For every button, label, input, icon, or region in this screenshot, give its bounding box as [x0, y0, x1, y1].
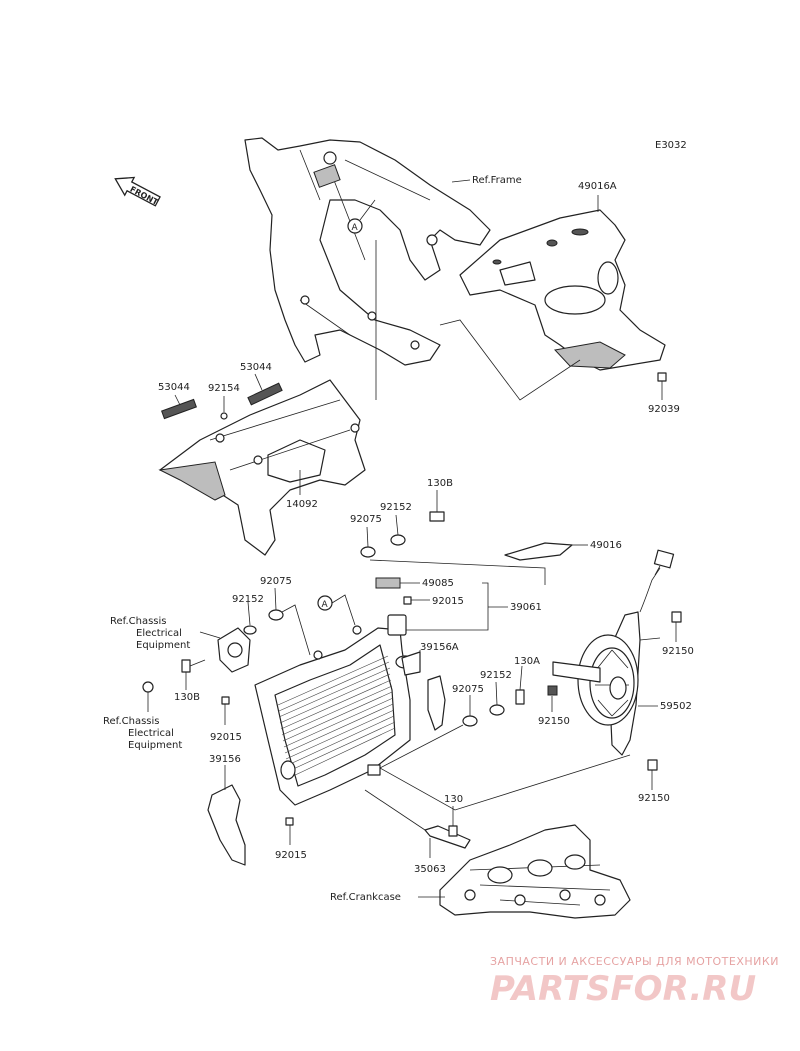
ref-chassis-2-line1: Ref.Chassis: [103, 716, 159, 727]
pad-53044-left: [161, 398, 197, 420]
part-130: 130: [444, 794, 463, 805]
bolt-92150-a: [671, 611, 682, 623]
part-92015-top: 92015: [432, 596, 464, 607]
bolt-92150-c: [647, 759, 658, 771]
part-92150-b: 92150: [538, 716, 570, 727]
lower-cover-14092: [158, 379, 366, 556]
part-92152-mid: 92152: [480, 670, 512, 681]
part-130B-top: 130B: [427, 478, 453, 489]
part-92015-bottom: 92015: [275, 850, 307, 861]
ref-chassis-1-line1: Ref.Chassis: [110, 616, 166, 627]
part-49016: 49016: [590, 540, 622, 551]
fan-assembly-59502: [552, 549, 675, 756]
radiator-core: [277, 655, 396, 778]
part-92150-a: 92150: [662, 646, 694, 657]
plate-49016: [504, 542, 573, 561]
horn-bracket: [217, 627, 251, 673]
part-49016A: 49016A: [578, 181, 617, 192]
pad-53044-right: [247, 382, 283, 406]
nut-92150-b: [547, 685, 558, 696]
watermark-tagline: ЗАПЧАСТИ И АКСЕССУАРЫ ДЛЯ МОТОТЕХНИКИ: [490, 955, 779, 968]
callout-a-lower-label: A: [322, 600, 329, 610]
callout-a-top: [347, 218, 363, 234]
grommet-92075-left: [268, 609, 284, 621]
part-14092: 14092: [286, 499, 318, 510]
ref-crankcase-label: Ref.Crankcase: [330, 892, 401, 903]
part-92154: 92154: [208, 383, 240, 394]
crankcase-part: [439, 824, 631, 919]
part-92075-left: 92075: [260, 576, 292, 587]
shroud-39156A: [427, 675, 446, 731]
part-130A: 130A: [514, 656, 540, 667]
part-35063: 35063: [414, 864, 446, 875]
part-39061: 39061: [510, 602, 542, 613]
grommet-92075-mid: [462, 715, 478, 727]
part-49085: 49085: [422, 578, 454, 589]
part-39156A: 39156A: [420, 642, 459, 653]
washer-92152-mid: [489, 704, 505, 716]
diagram-code: E3032: [655, 140, 687, 151]
ref-chassis-2-line3: Equipment: [128, 740, 182, 751]
part-92015-left: 92015: [210, 732, 242, 743]
part-92075-mid: 92075: [452, 684, 484, 695]
clip-92015-bottom: [285, 817, 294, 826]
washer-92152-left: [243, 625, 257, 635]
watermark-brand: PARTSFOR.RU: [490, 969, 756, 1009]
frame-part: [244, 137, 491, 366]
bolt-130: [448, 825, 458, 837]
callout-a-top-label: A: [352, 223, 359, 233]
washer-92152-top: [390, 534, 406, 546]
grommet-92075-top: [360, 546, 376, 558]
ref-chassis-2-line2: Electrical: [128, 728, 174, 739]
clip-ref-chassis: [142, 681, 154, 693]
part-130B-left: 130B: [174, 692, 200, 703]
part-92075-top: 92075: [350, 514, 382, 525]
radiator-39061: [254, 614, 415, 806]
part-39156: 39156: [209, 754, 241, 765]
clip-92015-left: [221, 696, 230, 705]
bolt-130A: [515, 689, 525, 705]
bolt-130B-top: [429, 490, 445, 522]
part-92039: 92039: [648, 404, 680, 415]
cap-49085: [375, 577, 401, 589]
spacer-39156A: [401, 651, 421, 676]
cover-plate-49016A: [459, 209, 666, 371]
part-92152-left: 92152: [232, 594, 264, 605]
ref-chassis-1-line2: Electrical: [136, 628, 182, 639]
ref-chassis-1-line3: Equipment: [136, 640, 190, 651]
part-53044a: 53044: [158, 382, 190, 393]
ref-frame-label: Ref.Frame: [472, 175, 522, 186]
front-arrow-icon: FRONT: [114, 176, 161, 207]
bolt-130B-left: [181, 659, 191, 673]
shroud-39156: [207, 784, 246, 866]
part-59502: 59502: [660, 701, 692, 712]
bracket-35063: [424, 825, 471, 849]
part-92152-top: 92152: [380, 502, 412, 513]
part-53044b: 53044: [240, 362, 272, 373]
part-92150-c: 92150: [638, 793, 670, 804]
